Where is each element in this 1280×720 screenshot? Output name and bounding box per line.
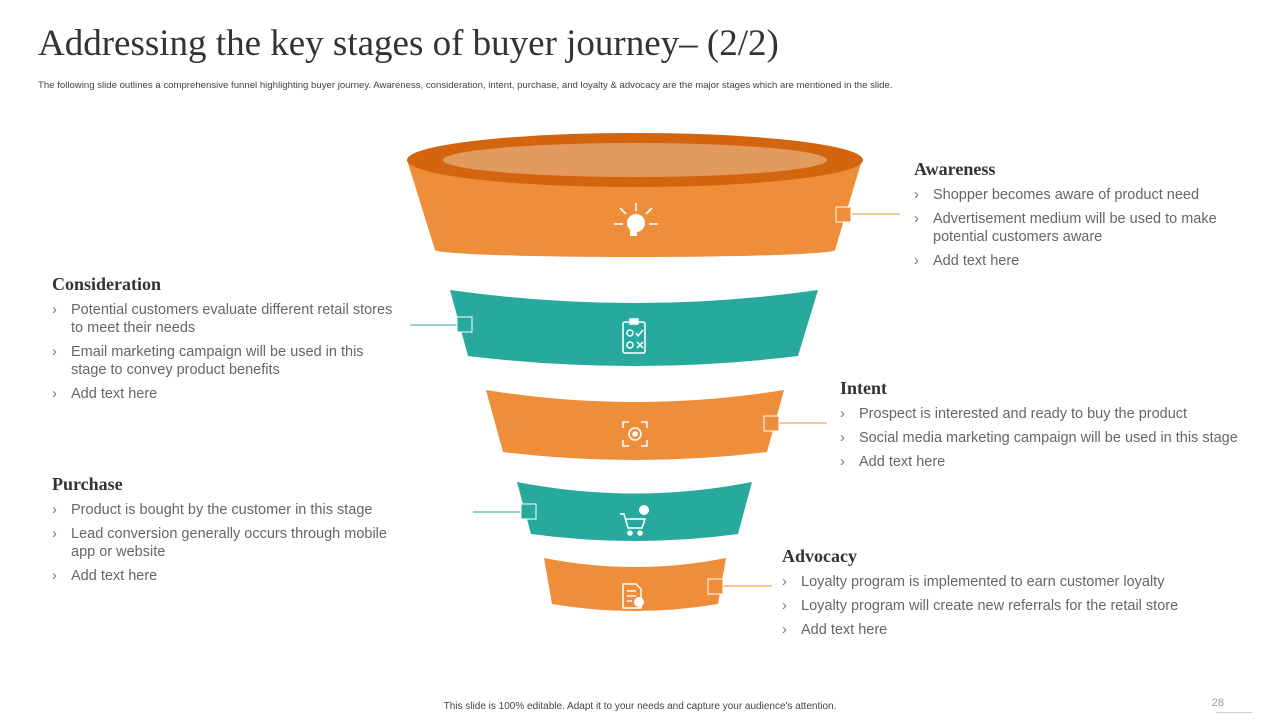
slide-footer: This slide is 100% editable. Adapt it to…: [443, 701, 837, 712]
stage-bullet: Add text here: [840, 453, 1260, 471]
stage-advocacy: Advocacy Loyalty program is implemented …: [782, 546, 1212, 645]
stage-purchase: Purchase Product is bought by the custom…: [52, 474, 402, 591]
funnel-tier-awareness-bottom: [435, 243, 835, 257]
slide-subtitle: The following slide outlines a comprehen…: [38, 80, 893, 91]
stage-bullet: Add text here: [914, 252, 1244, 270]
connector-consideration: [410, 316, 473, 333]
funnel-tier-consideration: [450, 290, 818, 366]
stage-bullet: Social media marketing campaign will be …: [840, 429, 1260, 447]
funnel-tier-purchase: [517, 482, 752, 541]
stage-awareness: Awareness Shopper becomes aware of produ…: [914, 159, 1244, 276]
stage-bullet: Add text here: [52, 385, 402, 403]
stage-bullet: Shopper becomes aware of product need: [914, 186, 1244, 204]
funnel-tier-advocacy: [544, 558, 726, 611]
stage-bullet: Email marketing campaign will be used in…: [52, 343, 402, 379]
stage-bullet: Prospect is interested and ready to buy …: [840, 405, 1260, 423]
stage-title: Consideration: [52, 274, 162, 294]
funnel-tier-purchase-body: [517, 482, 752, 541]
stage-title: Purchase: [52, 474, 123, 494]
stage-title: Advocacy: [782, 546, 857, 566]
checklist-icon: [622, 318, 646, 354]
funnel-tier-awareness: [407, 133, 863, 257]
stage-bullet: Potential customers evaluate different r…: [52, 301, 402, 337]
connector-purchase: [473, 503, 537, 520]
slide-title: Addressing the key stages of buyer journ…: [38, 23, 779, 64]
connector-intent: [763, 415, 827, 432]
stage-bullet: Product is bought by the customer in thi…: [52, 501, 402, 519]
target-focus-icon: [622, 421, 648, 447]
stage-bullet: Add text here: [782, 621, 1212, 639]
funnel-tier-awareness-opening: [443, 143, 827, 177]
stage-title: Awareness: [914, 159, 996, 179]
shopping-cart-icon: [620, 505, 649, 536]
stage-bullet: Add text here: [52, 567, 402, 585]
connector-awareness: [835, 206, 900, 223]
loyalty-document-icon: [622, 583, 644, 609]
funnel-tier-intent-body: [486, 390, 784, 460]
funnel-tier-intent: [486, 390, 784, 460]
page-number-underline: [1216, 712, 1252, 713]
connector-advocacy: [707, 578, 772, 595]
stage-bullet: Loyalty program is implemented to earn c…: [782, 573, 1212, 591]
stage-bullet: Lead conversion generally occurs through…: [52, 525, 402, 561]
stage-intent: Intent Prospect is interested and ready …: [840, 378, 1260, 477]
stage-bullet: Advertisement medium will be used to mak…: [914, 210, 1244, 246]
page-number: 28: [1211, 697, 1224, 709]
brain-ideas-icon: [614, 203, 658, 236]
stage-title: Intent: [840, 378, 888, 398]
stage-consideration: Consideration Potential customers evalua…: [52, 274, 402, 409]
funnel-tier-consideration-body: [450, 290, 818, 366]
stage-bullet: Loyalty program will create new referral…: [782, 597, 1212, 615]
